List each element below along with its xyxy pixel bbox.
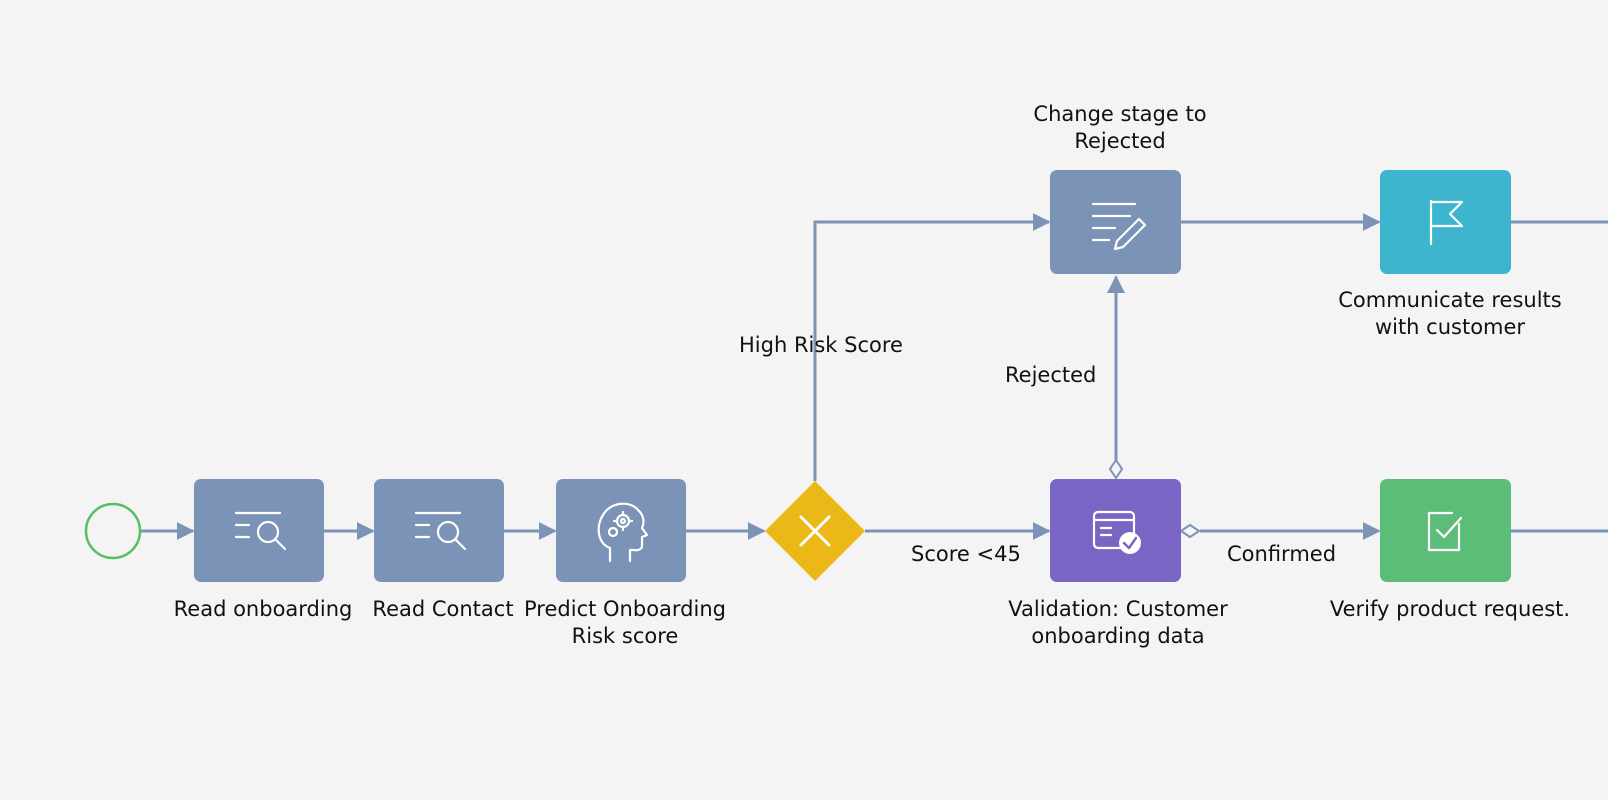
task-label-read-onboarding: Read onboarding: [174, 597, 353, 621]
flow-connectors: [141, 213, 1608, 540]
task-read-contact[interactable]: [374, 479, 504, 582]
task-label-communicate-line1: Communicate results: [1338, 288, 1561, 312]
conditional-flow-diamond-rejected: [1108, 458, 1124, 480]
start-event[interactable]: [84, 502, 142, 560]
x-icon: [799, 515, 831, 547]
flow-label-high-risk: High Risk Score: [739, 333, 903, 357]
task-label-predict-line2: Risk score: [572, 624, 679, 648]
ai-brain-icon: [597, 502, 649, 563]
approval-icon: [1092, 510, 1141, 554]
task-label-validation-line1: Validation: Customer: [1008, 597, 1228, 621]
task-validation-customer-onboarding[interactable]: [1050, 479, 1181, 582]
task-verify-product-request[interactable]: [1380, 479, 1511, 582]
task-read-onboarding[interactable]: [194, 479, 324, 582]
exclusive-gateway[interactable]: [765, 481, 865, 581]
task-label-change-stage-line2: Rejected: [1074, 129, 1165, 153]
flow-gateway-to-change-stage[interactable]: [813, 213, 1051, 481]
conditional-flow-diamond-confirmed: [1179, 523, 1201, 539]
task-change-stage-rejected[interactable]: [1050, 170, 1181, 274]
flow-label-score-lt-45: Score <45: [911, 542, 1021, 566]
read-data-icon: [414, 511, 467, 551]
task-label-verify: Verify product request.: [1330, 597, 1570, 621]
task-label-validation-line2: onboarding data: [1031, 624, 1204, 648]
flag-icon: [1429, 199, 1464, 246]
flow-label-rejected: Rejected: [1005, 363, 1096, 387]
task-label-read-contact: Read Contact: [372, 597, 513, 621]
task-predict-onboarding-risk[interactable]: [556, 479, 686, 582]
edit-data-icon: [1091, 202, 1147, 251]
read-data-icon: [234, 511, 287, 551]
flow-label-confirmed: Confirmed: [1227, 542, 1336, 566]
checkbox-task-icon: [1427, 511, 1463, 552]
task-communicate-results[interactable]: [1380, 170, 1511, 274]
task-label-communicate-line2: with customer: [1375, 315, 1525, 339]
task-label-predict-line1: Predict Onboarding: [524, 597, 726, 621]
task-label-change-stage-line1: Change stage to: [1033, 102, 1206, 126]
